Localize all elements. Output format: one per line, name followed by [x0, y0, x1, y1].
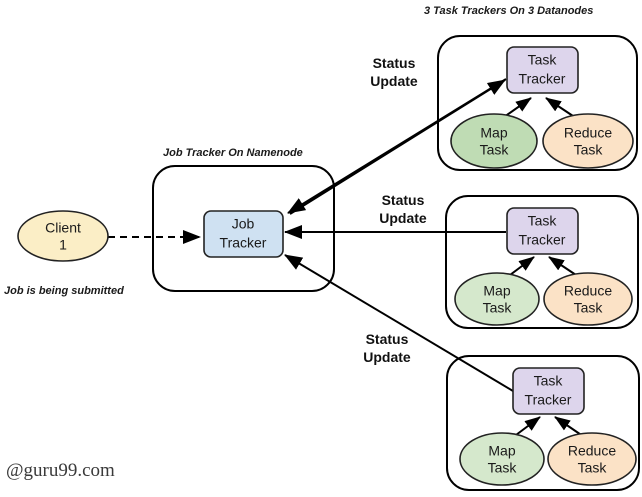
- reduce-task-2-ellipse[interactable]: [543, 272, 633, 326]
- reduce-task-1-label-line1: Reduce: [564, 125, 612, 141]
- reduce-task-1-ellipse[interactable]: [542, 113, 634, 169]
- client-ellipse[interactable]: [17, 210, 109, 262]
- watermark: @guru99.com: [6, 460, 115, 481]
- task-tracker-3-box[interactable]: [512, 367, 585, 415]
- map-task-2-label-line1: Map: [483, 283, 510, 299]
- map-task-2-label-line2: Task: [483, 300, 513, 316]
- task-tracker-2-label-line2: Tracker: [519, 232, 566, 248]
- reduce-task-1-node[interactable]: Reduce Task: [542, 113, 634, 169]
- status-update-label-1: Status Update: [370, 55, 418, 89]
- job-submitted-caption: Job is being submitted: [4, 285, 124, 297]
- namenode-container-group: Job Tracker On Namenode: [152, 147, 335, 292]
- reduce-task-3-label-line1: Reduce: [568, 443, 616, 459]
- map-task-2-node[interactable]: Map Task: [454, 272, 540, 326]
- status-update-label-3-line2: Update: [363, 349, 411, 365]
- status-update-label-1-line1: Status: [373, 55, 416, 71]
- edge-tasktracker3-to-jobtracker: [284, 254, 514, 392]
- map-task-3-ellipse[interactable]: [459, 432, 545, 486]
- reduce-task-2-label-line2: Task: [574, 300, 604, 316]
- task-tracker-2-label-line1: Task: [528, 213, 558, 229]
- task-tracker-1-node[interactable]: Task Tracker: [506, 46, 579, 94]
- task-tracker-3-label-line2: Tracker: [525, 392, 572, 408]
- reduce-task-2-label-line1: Reduce: [564, 283, 612, 299]
- status-update-label-1-line2: Update: [370, 73, 418, 89]
- datanode-3-container: [446, 355, 640, 491]
- job-tracker-label-line2: Tracker: [220, 235, 267, 251]
- map-task-3-node[interactable]: Map Task: [459, 432, 545, 486]
- map-task-2-ellipse[interactable]: [454, 272, 540, 326]
- task-tracker-3-node[interactable]: Task Tracker: [512, 367, 585, 415]
- datanode-1-container-group: [437, 35, 638, 171]
- reduce-task-3-node[interactable]: Reduce Task: [547, 432, 637, 486]
- datanodes-title: 3 Task Trackers On 3 Datanodes: [424, 5, 593, 17]
- job-tracker-label-line1: Job: [232, 216, 255, 232]
- datanode-1-container: [437, 35, 638, 171]
- status-update-label-2: Status Update: [379, 192, 427, 226]
- task-tracker-1-box[interactable]: [506, 46, 579, 94]
- status-update-label-2-line2: Update: [379, 210, 427, 226]
- status-update-label-3: Status Update: [363, 331, 411, 365]
- job-tracker-node[interactable]: Job Tracker: [203, 210, 284, 258]
- map-task-1-label-line1: Map: [480, 125, 507, 141]
- reduce-task-3-ellipse[interactable]: [547, 432, 637, 486]
- reduce-task-3-label-line2: Task: [578, 460, 608, 476]
- client-label-line2: 1: [59, 237, 67, 253]
- task-tracker-2-node[interactable]: Task Tracker: [506, 207, 579, 255]
- job-tracker-box[interactable]: [203, 210, 284, 258]
- status-update-label-3-line1: Status: [366, 331, 409, 347]
- map-task-1-label-line2: Task: [480, 142, 510, 158]
- namenode-caption: Job Tracker On Namenode: [163, 147, 303, 159]
- datanode-3-group: Task Tracker Map Task Reduce Task: [459, 367, 637, 486]
- client-label-line1: Client: [45, 220, 81, 236]
- task-tracker-2-box[interactable]: [506, 207, 579, 255]
- map-task-1-node[interactable]: Map Task: [450, 113, 538, 169]
- client-node[interactable]: Client 1: [17, 210, 109, 262]
- datanode-1-group: Task Tracker Map Task Reduce Task: [450, 46, 634, 169]
- datanode-2-container-group: [445, 195, 639, 329]
- datanode-3-container-group: [446, 355, 640, 491]
- task-tracker-3-label-line1: Task: [534, 373, 564, 389]
- reduce-task-2-node[interactable]: Reduce Task: [543, 272, 633, 326]
- task-tracker-1-label-line2: Tracker: [519, 71, 566, 87]
- reduce-task-1-label-line2: Task: [574, 142, 604, 158]
- datanode-2-group: Task Tracker Map Task Reduce Task: [454, 207, 633, 326]
- map-task-3-label-line1: Map: [488, 443, 515, 459]
- map-task-1-ellipse[interactable]: [450, 113, 538, 169]
- edge-jobtracker-to-tasktracker1: [289, 79, 506, 215]
- datanode-2-container: [445, 195, 639, 329]
- status-update-label-2-line1: Status: [382, 192, 425, 208]
- namenode-container: [152, 165, 335, 292]
- map-task-3-label-line2: Task: [488, 460, 518, 476]
- task-tracker-1-label-line1: Task: [528, 52, 558, 68]
